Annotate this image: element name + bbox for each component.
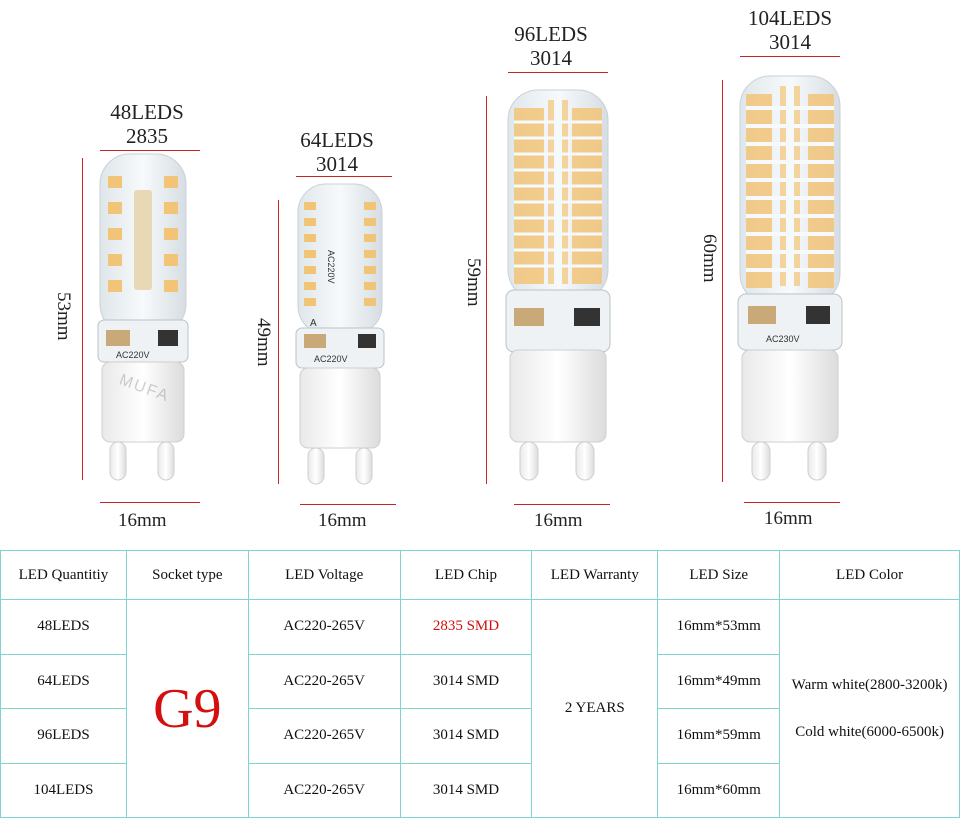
bulb-1-leds-label: 48LEDS [110,100,184,124]
bulb-2-chip-label: 3014 [316,152,358,176]
cell-size: 16mm*59mm [657,708,781,764]
spec-table: LED Quantitiy Socket type LED Voltage LE… [0,550,960,818]
cell-voltage: AC220-265V [247,653,401,709]
warranty-cell: 2 YEARS [531,599,659,818]
socket-cell: G9 [125,599,249,818]
bulb-3-height-label: 59mm [463,258,484,307]
cell-qty: 104LEDS [0,762,127,818]
bulb-4-image: AC230V [737,75,843,481]
table-row: 96LEDS AC220-265V 3014 SMD 16mm*59mm [0,708,960,764]
cell-qty: 48LEDS [0,599,127,655]
bulb-2-rotated-text: AC220V [326,250,336,284]
cell-voltage: AC220-265V [247,708,401,764]
bulb-3-width-label: 16mm [534,510,583,531]
bulb-3-image [505,89,611,481]
bulb-1-height-label: 53mm [53,292,74,341]
bulb-1-height-line [82,158,83,480]
table-header-row: LED Quantitiy Socket type LED Voltage LE… [0,550,960,600]
bulb-3-height-line [486,96,487,484]
color-warm: Warm white(2800-3200k) [791,676,948,693]
bulb-1-image: AC220V [97,153,189,481]
cell-size: 16mm*53mm [657,599,781,655]
bulb-4-width-line [744,502,840,503]
bulb-1-width-label: 16mm [118,510,167,531]
bulb-3-width-line [514,504,610,505]
cell-chip: 2835 SMD [399,599,533,655]
color-cold: Cold white(6000-6500k) [795,723,944,740]
bulb-3-leds-label: 96LEDS [514,22,588,46]
bulb-2-height-label: 49mm [253,318,274,367]
bulb-2-leds-label: 64LEDS [300,128,374,152]
header-warranty: LED Warranty [531,550,659,600]
bulb-3-chip-label: 3014 [530,46,572,70]
bulb-2-image: AC220V A AC220V [295,183,385,485]
color-cell: Warm white(2800-3200k) Cold white(6000-6… [779,599,960,818]
header-qty: LED Quantitiy [0,550,127,600]
bulb-4-leds-label: 104LEDS [748,6,832,30]
bulb-4-width-label: 16mm [764,508,813,529]
product-diagram: 48LEDS 2835 AC220V 53mm 16mm MUFA 64LEDS… [53,6,843,531]
header-size: LED Size [657,550,781,600]
bulb-4-height-line [722,80,723,482]
cell-size: 16mm*49mm [657,653,781,709]
bulb-2-height-line [278,200,279,484]
cell-qty: 64LEDS [0,653,127,709]
bulb-4-height-label: 60mm [699,234,720,283]
table-row: 104LEDS AC220-265V 3014 SMD 16mm*60mm [0,762,960,818]
cell-chip: 3014 SMD [399,762,533,818]
bulb-3-top-line [508,72,608,73]
cell-voltage: AC220-265V [247,599,401,655]
table-row: 64LEDS AC220-265V 3014 SMD 16mm*49mm [0,653,960,709]
bulb-1-top-line [100,150,200,151]
bulb-4-top-line [740,56,840,57]
bulb-2-width-line [300,504,396,505]
bulb-2-a-mark: A [310,318,317,329]
bulb-1-width-line [100,502,200,503]
header-chip: LED Chip [399,550,533,600]
cell-chip: 3014 SMD [399,653,533,709]
bulb-1-chip-label: 2835 [126,124,168,148]
cell-size: 16mm*60mm [657,762,781,818]
header-socket: Socket type [125,550,249,600]
bulb-2-top-line [296,176,392,177]
cell-voltage: AC220-265V [247,762,401,818]
bulb-2-body-text: AC220V [314,354,348,364]
header-voltage: LED Voltage [247,550,401,600]
cell-chip: 3014 SMD [399,708,533,764]
cell-qty: 96LEDS [0,708,127,764]
table-row: 48LEDS G9 AC220-265V 2835 SMD 2 YEARS 16… [0,599,960,818]
bulb-4-chip-label: 3014 [769,30,811,54]
header-color: LED Color [779,550,960,600]
bulb-4-body-text: AC230V [766,334,800,344]
bulb-2-width-label: 16mm [318,510,367,531]
bulb-1-body-text: AC220V [116,350,150,360]
